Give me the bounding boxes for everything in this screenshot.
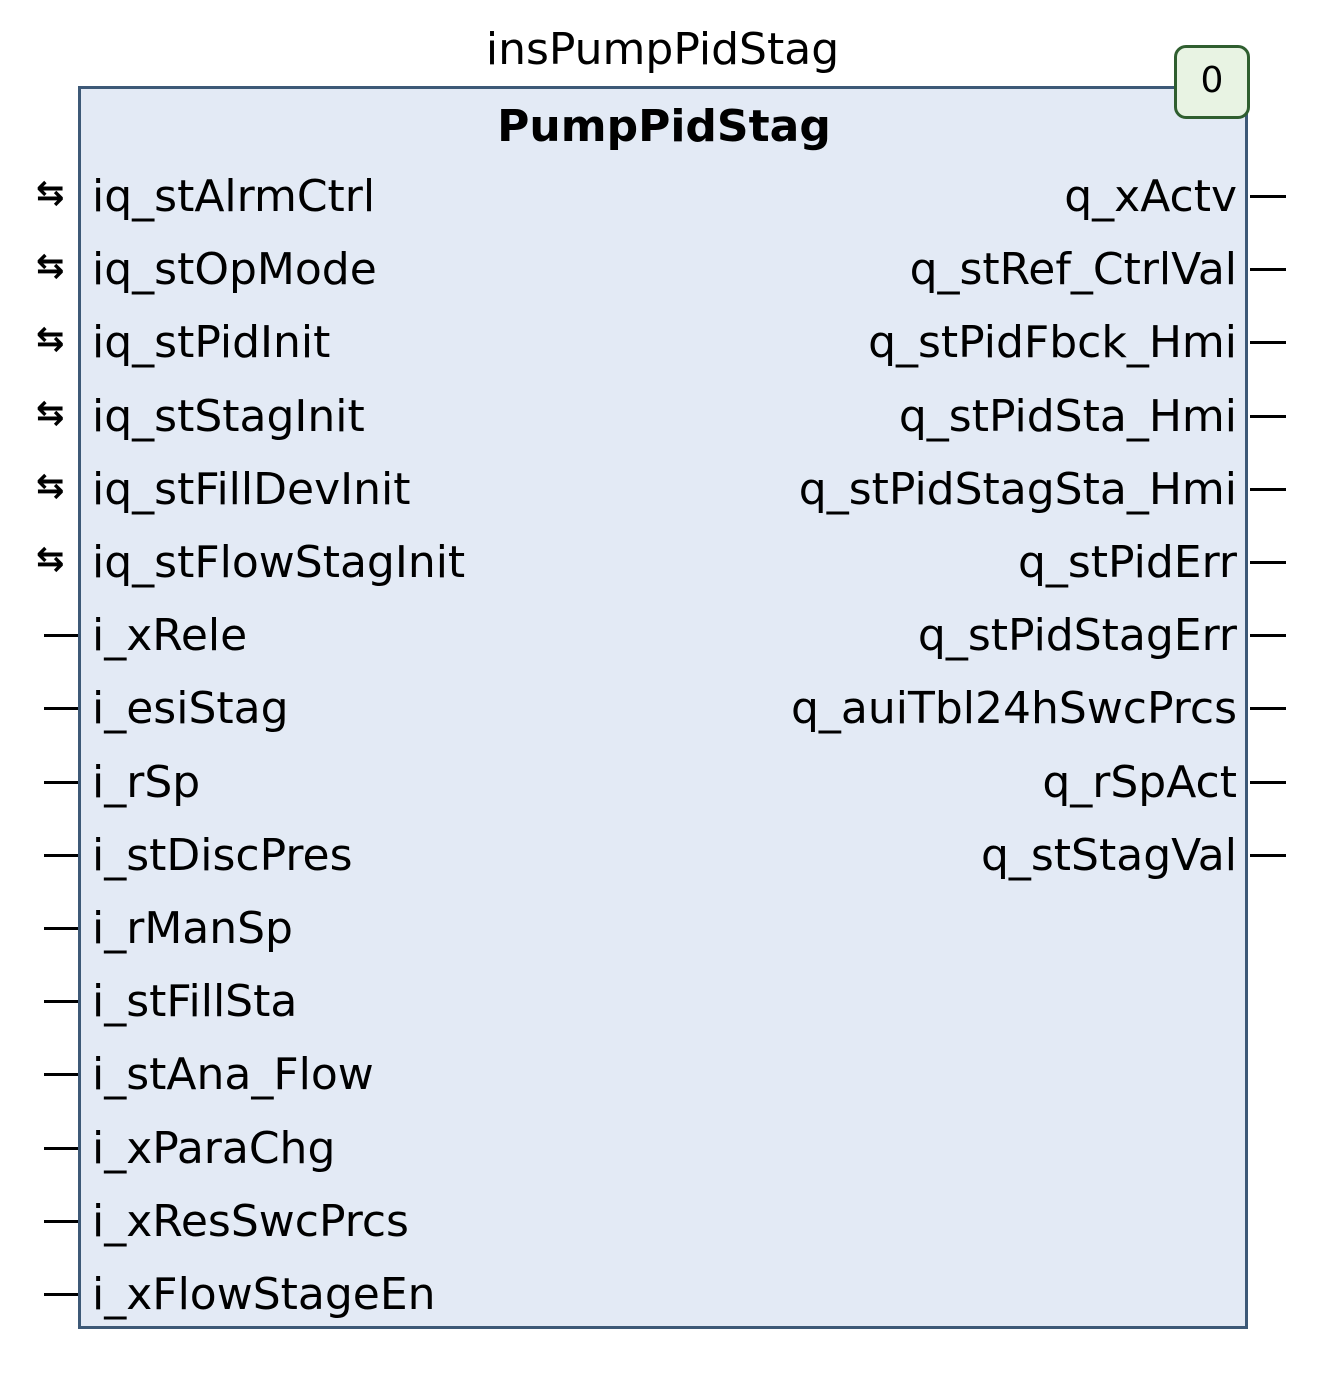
output-pin-q_stPidStagErr[interactable]: q_stPidStagErr (0, 599, 1317, 672)
input-pin-label: i_stDiscPres (92, 829, 353, 881)
output-pin-q_xActv[interactable]: q_xActv (0, 160, 1317, 233)
input-pin-i_xRele[interactable]: i_xRele (0, 599, 700, 672)
input-connector-line[interactable] (44, 1219, 78, 1223)
input-connector-line[interactable] (44, 1000, 78, 1004)
input-connector-line[interactable] (44, 927, 78, 930)
input-pin-i_stFillSta[interactable]: i_stFillSta (0, 965, 700, 1038)
bidirectional-arrow-icon: ⇆ (36, 319, 65, 360)
output-pin-q_stRef_CtrlVal[interactable]: q_stRef_CtrlVal (0, 233, 1317, 306)
input-pin-label: iq_stFillDevInit (92, 463, 411, 515)
input-pin-iq_stOpMode[interactable]: ⇆ iq_stOpMode (0, 233, 700, 306)
input-pin-iq_stStagInit[interactable]: ⇆ iq_stStagInit (0, 380, 700, 453)
input-pin-i_xResSwcPrcs[interactable]: i_xResSwcPrcs (0, 1185, 700, 1258)
output-pin-q_stPidSta_Hmi[interactable]: q_stPidSta_Hmi (0, 380, 1317, 453)
bidirectional-arrow-icon: ⇆ (36, 392, 65, 433)
input-pin-iq_stAlrmCtrl[interactable]: ⇆ iq_stAlrmCtrl (0, 160, 700, 233)
output-pin-label: q_stRef_CtrlVal (909, 244, 1237, 296)
output-connector-line[interactable] (1250, 561, 1286, 564)
bidirectional-arrow-icon: ⇆ (36, 465, 65, 506)
input-pin-label: i_stAna_Flow (92, 1049, 374, 1101)
input-pin-label: i_xRele (92, 610, 248, 662)
function-block[interactable]: PumpPidStag (78, 86, 1248, 1329)
input-pin-label: i_esiStag (92, 683, 289, 735)
output-pin-q_rSpAct[interactable]: q_rSpAct (0, 746, 1317, 819)
input-pin-i_rManSp[interactable]: i_rManSp (0, 892, 700, 965)
input-pin-label: iq_stPidInit (92, 317, 331, 369)
input-connector-line[interactable] (44, 1073, 78, 1077)
input-connector-line[interactable] (44, 1146, 78, 1150)
input-pin-iq_stPidInit[interactable]: ⇆ iq_stPidInit (0, 306, 700, 379)
output-pin-label: q_stPidSta_Hmi (898, 390, 1237, 442)
input-connector-line[interactable] (44, 1293, 78, 1296)
output-pin-label: q_xActv (1064, 171, 1237, 222)
output-connector-line[interactable] (1250, 780, 1286, 784)
bidirectional-arrow-icon: ⇆ (36, 173, 65, 213)
output-connector-line[interactable] (1250, 853, 1286, 857)
input-connector-line[interactable] (44, 780, 78, 784)
output-pin-label: q_rSpAct (1042, 756, 1237, 808)
output-pin-q_stPidErr[interactable]: q_stPidErr (0, 526, 1317, 599)
input-pin-label: i_xParaChg (92, 1122, 336, 1174)
input-pin-label: i_xFlowStageEn (92, 1269, 436, 1320)
output-pin-label: q_stPidStagErr (917, 610, 1237, 662)
input-pin-label: iq_stFlowStagInit (92, 537, 466, 588)
output-connector-line[interactable] (1250, 707, 1286, 711)
output-pin-q_auiTbl24hSwcPrcs[interactable]: q_auiTbl24hSwcPrcs (0, 672, 1317, 745)
input-pin-label: iq_stStagInit (92, 390, 365, 442)
input-pin-i_xFlowStageEn[interactable]: i_xFlowStageEn (0, 1258, 700, 1331)
output-pin-q_stStagVal[interactable]: q_stStagVal (0, 819, 1317, 892)
input-pin-label: iq_stAlrmCtrl (92, 171, 376, 222)
bidirectional-arrow-icon: ⇆ (36, 539, 65, 579)
input-pin-i_esiStag[interactable]: i_esiStag (0, 672, 700, 745)
input-pin-i_stDiscPres[interactable]: i_stDiscPres (0, 819, 700, 892)
input-pin-label: iq_stOpMode (92, 244, 377, 296)
input-connector-line[interactable] (44, 853, 78, 857)
output-connector-line[interactable] (1250, 341, 1286, 345)
output-pin-label: q_auiTbl24hSwcPrcs (790, 683, 1237, 735)
input-pin-i_stAna_Flow[interactable]: i_stAna_Flow (0, 1038, 700, 1111)
input-pin-i_xParaChg[interactable]: i_xParaChg (0, 1112, 700, 1185)
output-pin-label: q_stStagVal (980, 829, 1237, 881)
instance-name: insPumpPidStag (485, 24, 840, 75)
block-type-name: PumpPidStag (497, 101, 831, 152)
input-pin-label: i_xResSwcPrcs (92, 1195, 409, 1247)
output-pin-label: q_stPidStagSta_Hmi (798, 463, 1237, 515)
input-pin-label: i_stFillSta (92, 976, 298, 1028)
bidirectional-arrow-icon: ⇆ (36, 246, 65, 287)
execution-order-badge[interactable]: 0 (1174, 45, 1250, 119)
output-pin-q_stPidFbck_Hmi[interactable]: q_stPidFbck_Hmi (0, 306, 1317, 379)
output-connector-line[interactable] (1250, 634, 1286, 638)
input-connector-line[interactable] (44, 634, 78, 638)
input-pin-iq_stFillDevInit[interactable]: ⇆ iq_stFillDevInit (0, 453, 700, 526)
output-connector-line[interactable] (1250, 195, 1286, 198)
input-pin-i_rSp[interactable]: i_rSp (0, 746, 700, 819)
output-pin-q_stPidStagSta_Hmi[interactable]: q_stPidStagSta_Hmi (0, 453, 1317, 526)
output-pin-label: q_stPidErr (1017, 537, 1237, 588)
input-connector-line[interactable] (44, 707, 78, 711)
output-connector-line[interactable] (1250, 414, 1286, 418)
input-pin-iq_stFlowStagInit[interactable]: ⇆ iq_stFlowStagInit (0, 526, 700, 599)
output-connector-line[interactable] (1250, 487, 1286, 491)
output-connector-line[interactable] (1250, 268, 1286, 272)
output-pin-label: q_stPidFbck_Hmi (868, 317, 1237, 369)
input-pin-label: i_rSp (92, 756, 201, 808)
input-pin-label: i_rManSp (92, 903, 293, 954)
